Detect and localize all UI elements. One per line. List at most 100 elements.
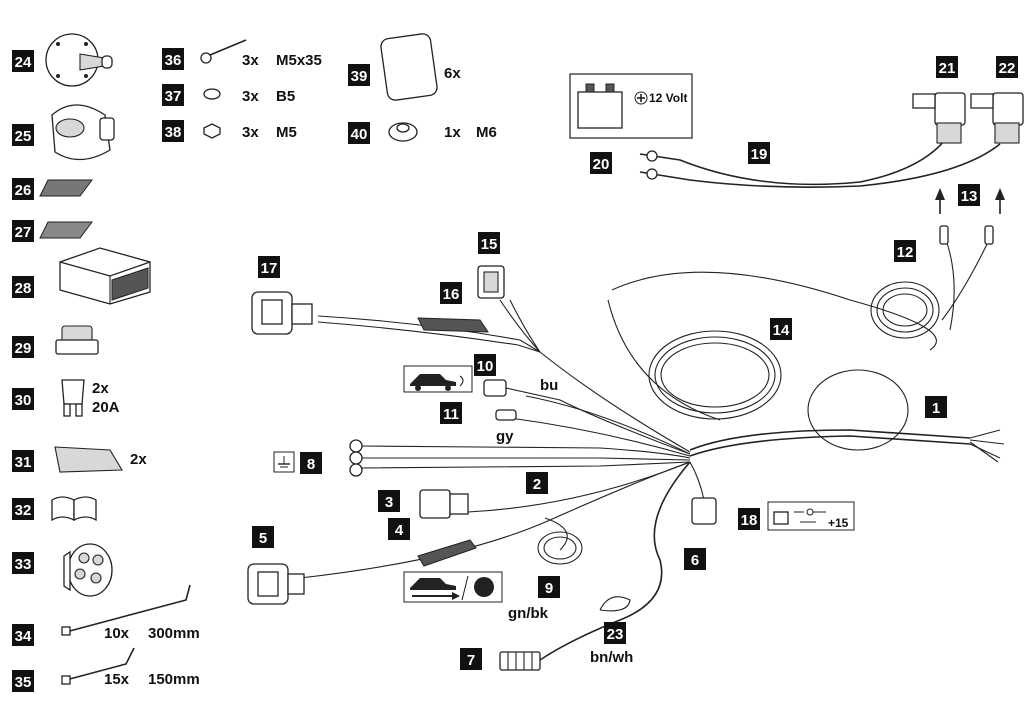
svg-text:12: 12 [897,244,914,261]
screw-size: M5x35 [276,52,322,69]
svg-text:31: 31 [15,454,32,471]
badge-6: 6 [684,548,706,570]
part-17-connector [251,291,313,335]
svg-text:37: 37 [165,88,182,105]
svg-text:11: 11 [443,406,459,423]
badge-31: 31 [12,450,34,472]
svg-text:1: 1 [932,400,940,417]
reverse-light-car-icon [403,571,503,603]
svg-text:14: 14 [773,322,790,339]
svg-text:30: 30 [15,392,32,409]
badge-37: 37 [162,84,184,106]
badge-28: 28 [12,276,34,298]
manual-book-icon [51,496,97,522]
battery-icon [577,83,648,129]
part-40-lock-nut [388,122,418,142]
part-35-cable-tie [65,647,135,681]
part-18-connector [691,497,717,525]
part-7-connector [499,651,541,671]
badge-5: 5 [252,526,274,548]
pad-qty: 2x [130,451,147,468]
wire-gnbk-label: gn/bk [508,605,549,622]
svg-text:9: 9 [545,580,553,597]
part-22-relay [970,92,1024,144]
screw-qty: 3x [242,52,259,69]
badge-8: 8 [300,452,322,474]
pad39-qty: 6x [444,65,461,82]
badge-36: 36 [162,48,184,70]
part-21-relay [912,92,966,144]
svg-text:17: 17 [261,260,278,277]
part-37-washer [203,88,221,100]
svg-text:8: 8 [307,456,315,473]
svg-text:16: 16 [443,286,460,303]
part-39-pad [380,33,438,101]
svg-text:18: 18 [741,512,758,529]
part-24-socket-plate [45,33,113,87]
washer-size: B5 [276,88,295,105]
svg-text:27: 27 [15,224,32,241]
tie-short-len: 150mm [148,671,200,688]
svg-text:39: 39 [351,68,368,85]
svg-text:10: 10 [477,358,494,375]
badge-32: 32 [12,498,34,520]
svg-text:35: 35 [15,674,32,691]
svg-text:40: 40 [351,126,368,143]
badge-15: 15 [478,232,500,254]
svg-text:25: 25 [15,128,32,145]
badge-22: 22 [996,56,1018,78]
part-5-connector [247,563,305,605]
fuse-rating: 20A [92,399,120,416]
badge-13: 13 [958,184,980,206]
badge-10: 10 [474,354,496,376]
part-27-adhesive-pad [39,221,93,239]
badge-26: 26 [12,178,34,200]
part-28-control-module [59,247,151,305]
wire-bnwh-label: bn/wh [590,649,633,666]
svg-text:29: 29 [15,340,32,357]
part-3-connector [419,489,469,519]
svg-text:20: 20 [593,156,610,173]
svg-text:19: 19 [751,146,768,163]
svg-text:6: 6 [691,552,699,569]
part-30-fuse [61,379,85,417]
part-34-cable-tie [65,584,191,633]
badge-34: 34 [12,624,34,646]
badge-24: 24 [12,50,34,72]
svg-text:24: 24 [15,54,32,71]
badge-21: 21 [936,56,958,78]
part-26-adhesive-pad [39,179,93,197]
badge-23: 23 [604,622,626,644]
badge-20: 20 [590,152,612,174]
badge-18: 18 [738,508,760,530]
rear-fog-car-icon [403,365,473,393]
badge-38: 38 [162,120,184,142]
badge-11: 11 [440,402,462,424]
svg-text:7: 7 [467,652,475,669]
part-25-trailer-socket [51,104,115,161]
part-15-connector [477,265,505,299]
part-38-nut [203,123,221,139]
badge-9: 9 [538,576,560,598]
svg-text:28: 28 [15,280,32,297]
badge-7: 7 [460,648,482,670]
svg-text:2: 2 [533,476,541,493]
svg-text:15: 15 [481,236,498,253]
svg-text:32: 32 [15,502,32,519]
svg-text:22: 22 [999,60,1016,77]
svg-text:34: 34 [15,628,32,645]
part-33-socket-insert [63,543,113,597]
badge-1: 1 [925,396,947,418]
badge-4: 4 [388,518,410,540]
wire-gy-label: gy [496,428,514,445]
svg-text:13: 13 [961,188,978,205]
nut-qty: 3x [242,124,259,141]
svg-text:33: 33 [15,556,32,573]
ignition-plus15-label: +15 [828,516,849,530]
svg-text:23: 23 [607,626,624,643]
part-31-foam-pad [54,446,123,473]
tie-short-qty: 15x [104,671,130,688]
badge-3: 3 [378,490,400,512]
badge-27: 27 [12,220,34,242]
